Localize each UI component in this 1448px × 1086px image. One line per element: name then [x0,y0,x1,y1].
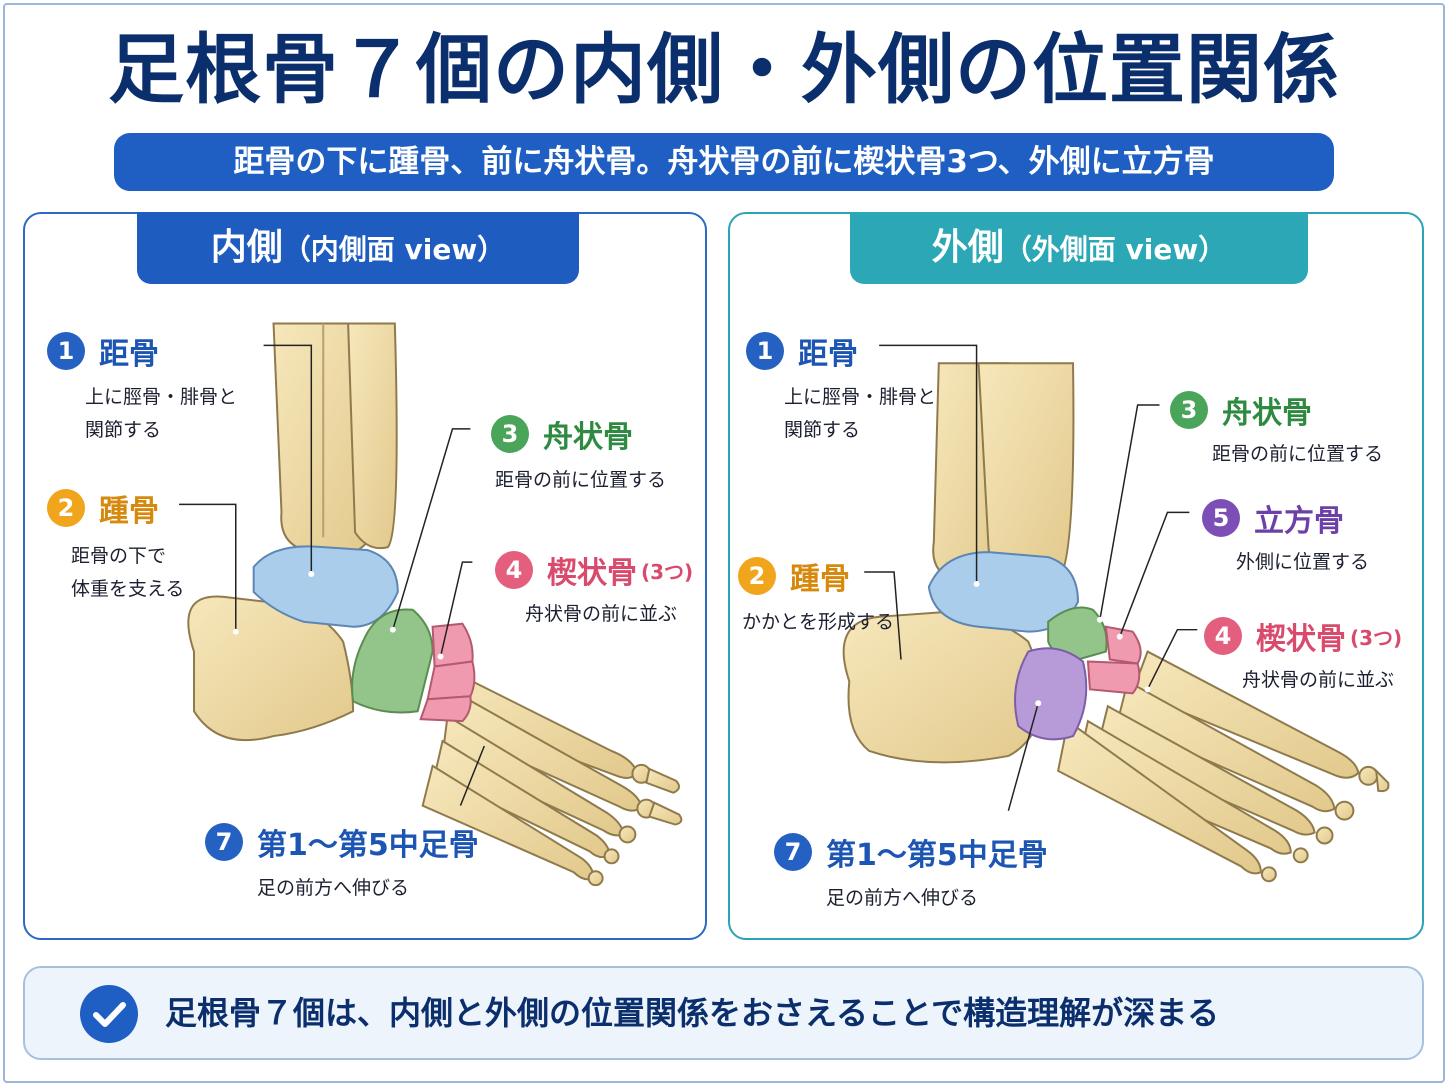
number-badge: 2 [47,489,85,527]
cuneiform-bones [1086,625,1142,695]
talus-bone [252,545,399,628]
navicular-bone [351,608,434,714]
number-badge: 1 [47,332,85,370]
medial-foot-illustration [179,322,683,887]
tibia-bone [272,322,398,554]
page-frame [3,3,1445,1083]
medial-panel-header: 内側（内側面 view） [137,212,579,284]
number-badge: 4 [495,551,533,589]
number-badge: 2 [738,557,776,595]
calcaneus-bone [187,595,355,742]
check-circle-icon [80,985,138,1043]
talus-bone [927,551,1079,633]
number-badge: 7 [205,823,243,861]
subtitle-banner: 距骨の下に踵骨、前に舟状骨。舟状骨の前に楔状骨3つ、外側に立方骨 [114,133,1334,191]
number-badge: 7 [774,833,812,871]
number-badge: 1 [746,332,784,370]
number-badge: 3 [1170,391,1208,429]
lateral-panel-header: 外側（外側面 view） [850,212,1308,284]
summary-banner: 足根骨７個は、内側と外側の位置関係をおさえることで構造理解が深まる [23,966,1424,1060]
tibia-fibula-bones [932,362,1075,583]
cuboid-bone [1014,647,1088,741]
lateral-foot-illustration [842,344,1390,883]
number-badge: 4 [1204,617,1242,655]
number-badge: 3 [491,415,529,453]
leader-lines [179,344,485,806]
leader-lines [864,344,1198,811]
number-badge: 5 [1202,499,1240,537]
page-title: 足根骨７個の内側・外側の位置関係 [108,25,1340,114]
summary-text: 足根骨７個は、内側と外側の位置関係をおさえることで構造理解が深まる [165,994,1220,1032]
metatarsal-bones [1056,650,1390,883]
